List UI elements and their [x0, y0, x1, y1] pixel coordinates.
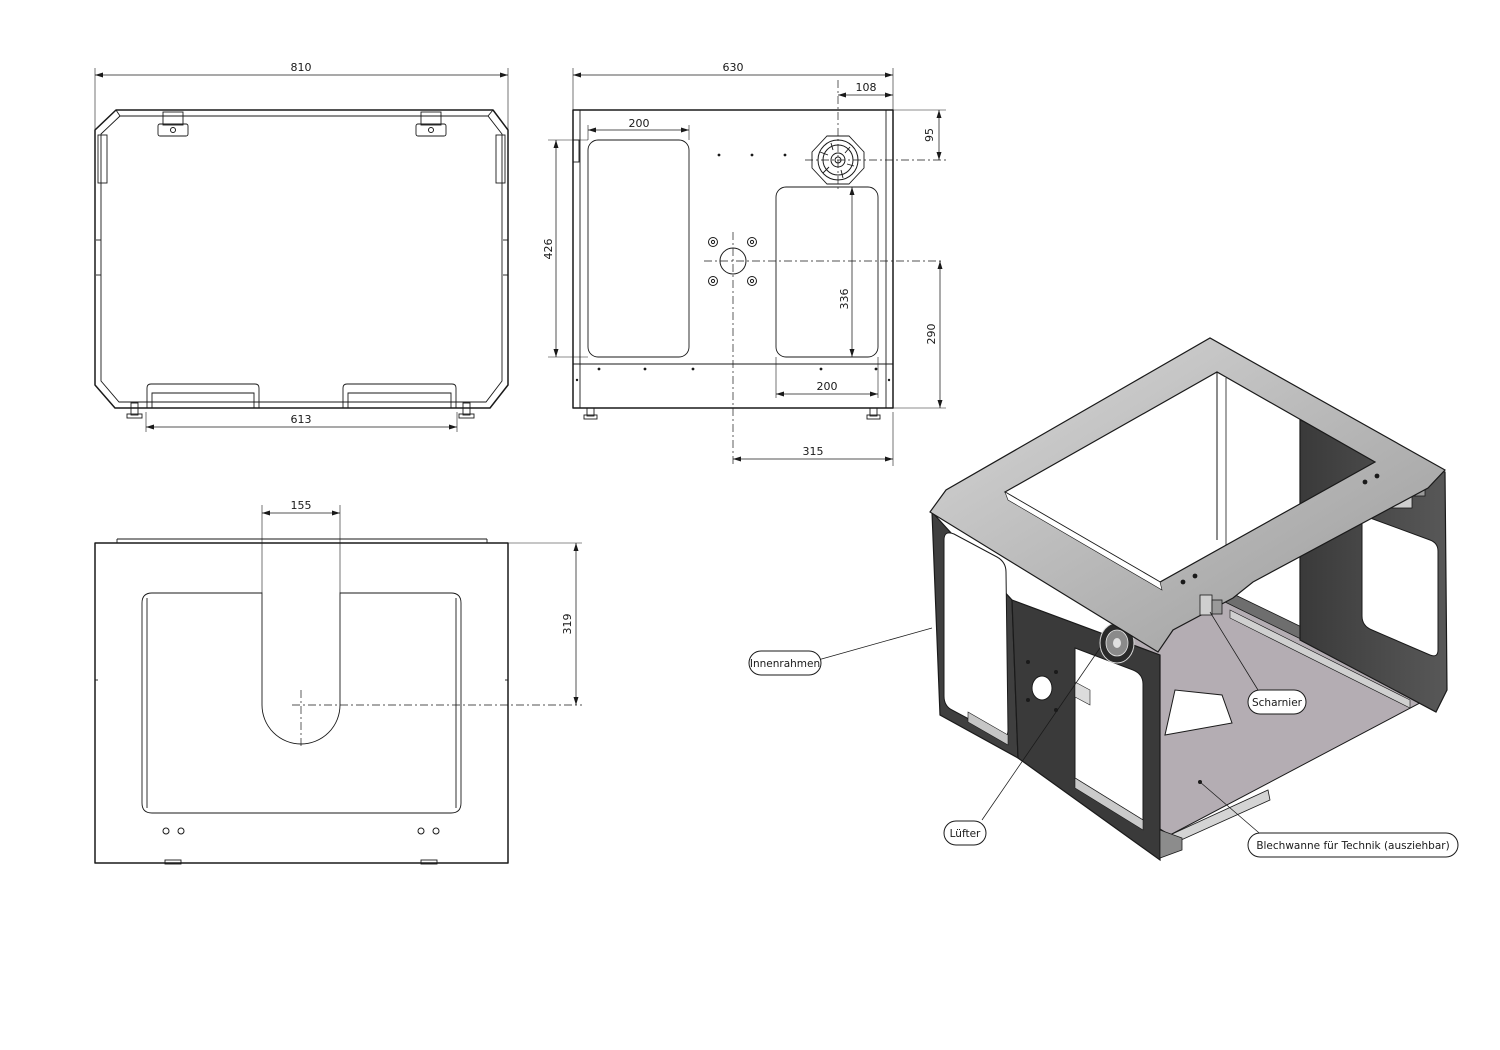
callout-inner-frame: Innenrahmen	[748, 650, 822, 676]
svg-text:Scharnier: Scharnier	[1252, 697, 1303, 709]
dim-top-cutout-width: 155	[291, 499, 312, 512]
dim-side-fan-offset-x: 108	[856, 81, 877, 94]
hinge-left	[157, 111, 189, 137]
callout-hinge: Scharnier	[1247, 689, 1307, 715]
dim-side-center-offset: 315	[803, 445, 824, 458]
side-opening-left	[587, 139, 690, 358]
side-opening-right	[775, 186, 879, 358]
callout-tray: Blechwanne für Technik (ausziehbar)	[1247, 832, 1459, 858]
dim-front-width: 810	[291, 61, 312, 74]
top-view: 155 319	[94, 499, 582, 865]
fan-iso-icon	[1099, 622, 1135, 664]
svg-text:Blechwanne für Technik (auszie: Blechwanne für Technik (ausziehbar)	[1256, 840, 1449, 852]
front-view: 810 613	[94, 61, 509, 432]
side-view: 630 200 108 95 426 336	[542, 61, 946, 466]
dim-side-opening-left-width: 200	[629, 117, 650, 130]
dim-side-opening-height: 426	[542, 239, 555, 260]
dim-side-width: 630	[723, 61, 744, 74]
hinge-right	[415, 111, 447, 137]
svg-text:Innenrahmen: Innenrahmen	[750, 658, 820, 670]
dim-top-cutout-depth: 319	[561, 614, 574, 635]
dim-front-inner-width: 613	[291, 413, 312, 426]
hinge-iso-front	[1199, 594, 1223, 616]
svg-text:Lüfter: Lüfter	[950, 828, 981, 840]
isometric-view: Innenrahmen Scharnier Lüfter Blechwanne …	[748, 337, 1459, 862]
dim-side-opening-right-width: 200	[817, 380, 838, 393]
top-opening	[141, 592, 462, 814]
callout-fan: Lüfter	[943, 820, 987, 846]
dim-side-center-height: 290	[925, 324, 938, 345]
dim-side-fan-offset-y: 95	[923, 128, 936, 142]
dim-side-opening-right-height: 336	[838, 289, 851, 310]
